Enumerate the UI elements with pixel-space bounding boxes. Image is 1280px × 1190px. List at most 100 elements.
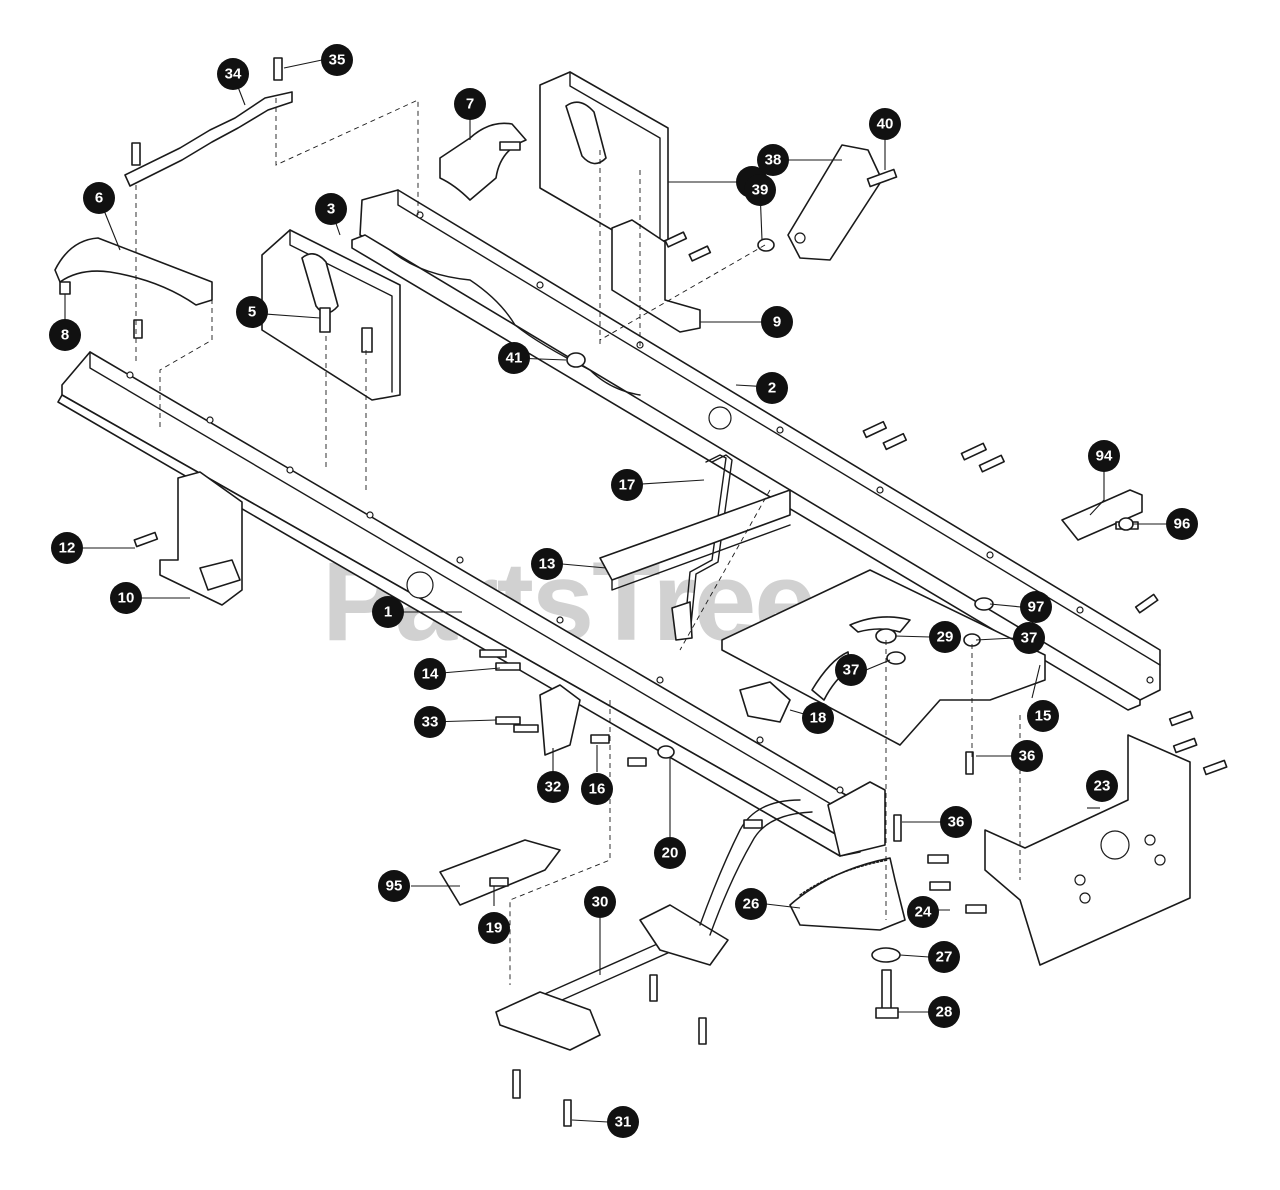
callout-28: 28 bbox=[928, 996, 960, 1028]
callout-label: 12 bbox=[59, 540, 76, 557]
callout-label: 94 bbox=[1096, 448, 1113, 465]
callout-1: 1 bbox=[372, 596, 404, 628]
bolt bbox=[479, 649, 507, 658]
part-38-bracket bbox=[787, 144, 883, 261]
callout-label: 36 bbox=[1019, 748, 1036, 765]
part-30-pedal-shaft bbox=[495, 799, 813, 1051]
callout-label: 38 bbox=[765, 152, 782, 169]
washer bbox=[886, 651, 906, 665]
part-95-bracket bbox=[439, 839, 561, 906]
fasteners bbox=[59, 57, 1228, 1127]
callout-14: 14 bbox=[414, 658, 446, 690]
callout-37-left: 37 bbox=[835, 654, 867, 686]
callout-31: 31 bbox=[607, 1106, 639, 1138]
callout-34: 34 bbox=[217, 58, 249, 90]
screw bbox=[649, 974, 658, 1002]
screw bbox=[512, 1069, 521, 1099]
callout-16: 16 bbox=[581, 773, 613, 805]
callout-95: 95 bbox=[378, 870, 410, 902]
callout-label: 32 bbox=[545, 779, 562, 796]
callout-label: 6 bbox=[95, 190, 103, 207]
part-32-bracket bbox=[539, 684, 581, 756]
bolt bbox=[495, 716, 521, 725]
part-17-lever-rod bbox=[671, 454, 733, 641]
screw bbox=[131, 142, 141, 166]
part-94-bracket bbox=[1061, 489, 1143, 541]
callout-label: 3 bbox=[327, 201, 335, 218]
callout-label: 34 bbox=[225, 66, 242, 83]
callout-33: 33 bbox=[414, 706, 446, 738]
callout-30: 30 bbox=[584, 886, 616, 918]
callout-23: 23 bbox=[1086, 770, 1118, 802]
callout-label: 37 bbox=[843, 662, 860, 679]
callout-13: 13 bbox=[531, 548, 563, 580]
bolt bbox=[1168, 710, 1194, 727]
callouts: 1 2 3 4 5 6 7 8 9 10 12 13 14 15 16 17 1… bbox=[49, 44, 1198, 1138]
callout-label: 14 bbox=[422, 666, 439, 683]
screw bbox=[319, 307, 331, 333]
callout-label: 97 bbox=[1028, 599, 1045, 616]
screw bbox=[590, 734, 610, 744]
part-3-bracket bbox=[261, 229, 401, 401]
callout-20: 20 bbox=[654, 837, 686, 869]
part-26-sector-gear bbox=[789, 857, 906, 931]
washer bbox=[1118, 517, 1134, 531]
bolt bbox=[893, 814, 902, 842]
callout-label: 35 bbox=[329, 52, 346, 69]
callout-label: 17 bbox=[619, 477, 636, 494]
screw bbox=[133, 319, 143, 339]
screw bbox=[59, 281, 71, 295]
bolt bbox=[965, 904, 987, 914]
callout-label: 16 bbox=[589, 781, 606, 798]
callout-19: 19 bbox=[478, 912, 510, 944]
callout-27: 27 bbox=[928, 941, 960, 973]
callout-label: 23 bbox=[1094, 778, 1111, 795]
bolt bbox=[495, 662, 521, 671]
part-13-cross-channel bbox=[599, 489, 791, 591]
callout-label: 7 bbox=[466, 96, 474, 113]
callout-label: 20 bbox=[662, 845, 679, 862]
bolt bbox=[965, 751, 974, 775]
callout-label: 1 bbox=[384, 604, 392, 621]
callout-label: 37 bbox=[1021, 630, 1038, 647]
callout-label: 18 bbox=[810, 710, 827, 727]
callout-label: 96 bbox=[1174, 516, 1191, 533]
bolt bbox=[1134, 593, 1159, 614]
part-4-bracket bbox=[539, 71, 669, 247]
screw bbox=[273, 57, 283, 81]
callout-36-upper: 36 bbox=[1011, 740, 1043, 772]
callout-5: 5 bbox=[236, 296, 268, 328]
callout-label: 26 bbox=[743, 896, 760, 913]
bolt bbox=[688, 245, 712, 262]
washer bbox=[657, 745, 675, 759]
callout-label: 33 bbox=[422, 714, 439, 731]
callout-32: 32 bbox=[537, 771, 569, 803]
callout-2: 2 bbox=[756, 372, 788, 404]
callout-15: 15 bbox=[1027, 700, 1059, 732]
screw bbox=[698, 1017, 707, 1045]
screw bbox=[743, 819, 763, 829]
bolt bbox=[1172, 737, 1198, 754]
part-9-bracket bbox=[611, 219, 701, 333]
callout-17: 17 bbox=[611, 469, 643, 501]
callout-40: 40 bbox=[869, 108, 901, 140]
callout-label: 19 bbox=[486, 920, 503, 937]
callout-18: 18 bbox=[802, 702, 834, 734]
callout-26: 26 bbox=[735, 888, 767, 920]
callout-9: 9 bbox=[761, 306, 793, 338]
callout-label: 10 bbox=[118, 590, 135, 607]
callout-label: 41 bbox=[506, 350, 523, 367]
callout-96: 96 bbox=[1166, 508, 1198, 540]
callout-41: 41 bbox=[498, 342, 530, 374]
bolt bbox=[882, 432, 908, 451]
callout-label: 2 bbox=[768, 380, 776, 397]
callout-6: 6 bbox=[83, 182, 115, 214]
callout-label: 95 bbox=[386, 878, 403, 895]
bolt bbox=[513, 724, 539, 733]
callout-24: 24 bbox=[907, 896, 939, 928]
screw bbox=[499, 141, 521, 151]
callout-label: 39 bbox=[752, 182, 769, 199]
callout-36-lower: 36 bbox=[940, 806, 972, 838]
part-6-cover-plate bbox=[54, 237, 213, 306]
